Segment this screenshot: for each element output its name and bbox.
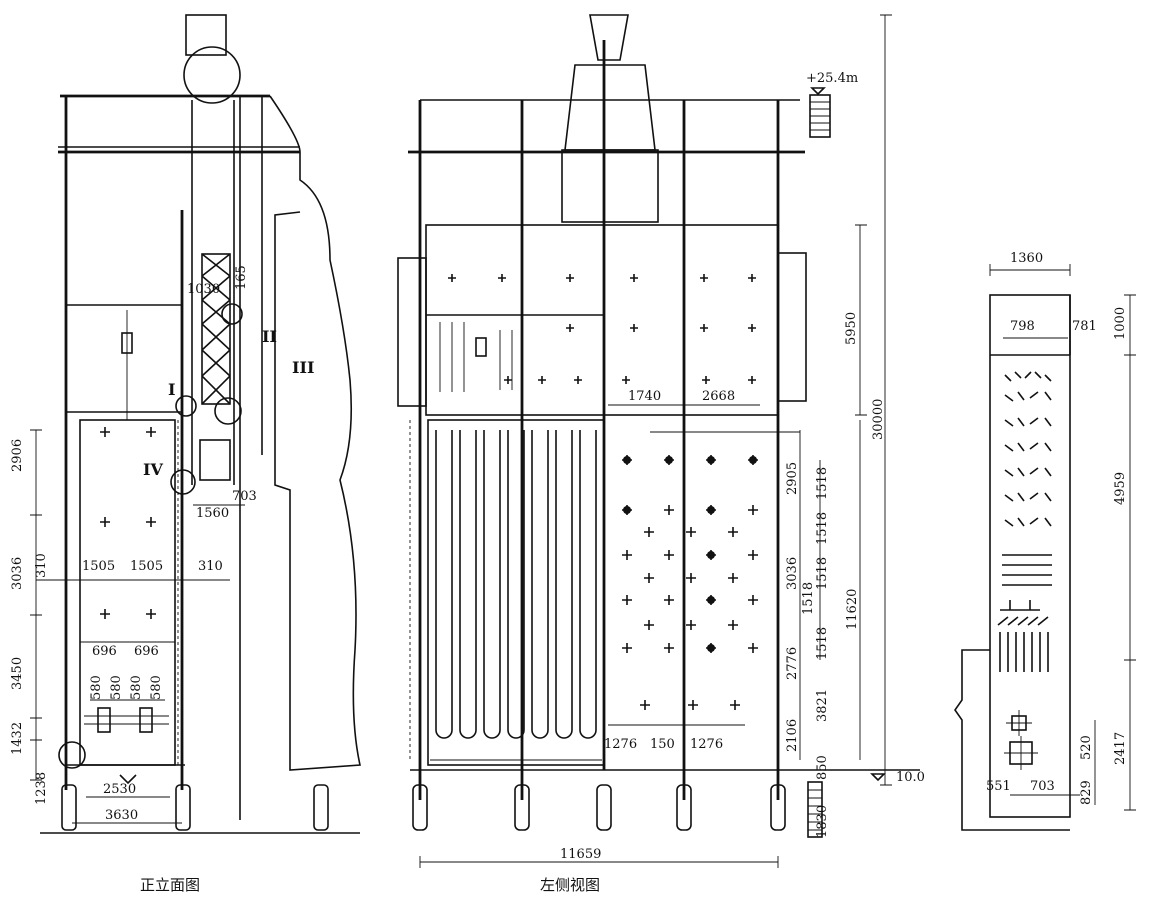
dim-detail-2417: 2417 — [1113, 732, 1128, 765]
dim-front-1238: 1238 — [34, 772, 49, 805]
dim-side-1276a: 1276 — [604, 737, 637, 752]
header-circle-iii — [214, 397, 242, 425]
dim-front-1030: 1030 — [187, 282, 220, 297]
dim-detail-781: 781 — [1072, 319, 1097, 334]
label-roman-i: I — [168, 380, 175, 399]
dim-side-3036: 3036 — [785, 557, 800, 590]
detail-dim-lines — [989, 264, 1136, 811]
dim-front-580a: 580 — [89, 675, 104, 700]
dim-front-3630: 3630 — [105, 808, 138, 823]
chimney-hood — [564, 64, 656, 151]
dim-front-3450: 3450 — [10, 657, 25, 690]
tube-loops — [409, 420, 602, 761]
dim-front-696b: 696 — [134, 644, 159, 659]
foot-2 — [175, 784, 191, 831]
dim-front-310b: 310 — [198, 559, 223, 574]
dim-front-1560: 1560 — [196, 506, 229, 521]
label-roman-ii: II — [262, 327, 277, 346]
dim-detail-4959: 4959 — [1113, 472, 1128, 505]
chimney-top — [589, 14, 629, 61]
detail-outline — [989, 294, 1071, 818]
dim-front-580c: 580 — [129, 675, 144, 700]
dim-side-1276b: 1276 — [690, 737, 723, 752]
dim-front-2530: 2530 — [103, 782, 136, 797]
dim-front-703: 703 — [232, 489, 257, 504]
detail-tube-pattern — [997, 371, 1052, 770]
steam-drum-circle — [183, 46, 241, 104]
dim-detail-829: 829 — [1079, 780, 1094, 805]
front-elevation: I II III IV 1030 165 2906 703 1560 3036 … — [10, 14, 361, 894]
dim-front-1505b: 1505 — [130, 559, 163, 574]
dim-front-580d: 580 — [149, 675, 164, 700]
header-circle-i — [175, 395, 197, 417]
foot-3 — [313, 784, 329, 831]
label-roman-iv: IV — [143, 460, 163, 479]
dim-front-696a: 696 — [92, 644, 117, 659]
dim-front-1432: 1432 — [10, 722, 25, 755]
stack-top — [185, 14, 227, 56]
foot-1 — [61, 784, 77, 831]
header-circle-ii — [221, 303, 243, 325]
dim-front-2906: 2906 — [10, 439, 25, 472]
elevation-marker-top — [810, 87, 826, 96]
dim-side-1830: 1830 — [815, 805, 830, 838]
dim-side-1740: 1740 — [628, 389, 661, 404]
dim-detail-551: 551 — [986, 779, 1011, 794]
side-box-left — [397, 257, 427, 407]
dim-side-2905: 2905 — [785, 462, 800, 495]
front-burner-marks — [84, 427, 169, 733]
label-roman-iii: III — [292, 358, 314, 377]
dim-side-3821: 3821 — [815, 689, 830, 722]
dim-side-11620: 11620 — [845, 589, 860, 630]
elev-top: +25.4m — [806, 71, 858, 86]
dim-detail-1360: 1360 — [1010, 251, 1043, 266]
casing-outline — [269, 95, 361, 771]
lower-drum-circle — [58, 741, 86, 769]
left-side-view: +25.4m 10.0 5950 30000 1740 2668 2905 15… — [397, 14, 925, 894]
side-feet — [412, 781, 823, 838]
dim-side-1518c: 1518 — [815, 557, 830, 590]
dim-front-580b: 580 — [109, 675, 124, 700]
dim-detail-520: 520 — [1079, 735, 1094, 760]
side-dim-lines — [419, 14, 892, 868]
dim-detail-1000: 1000 — [1113, 307, 1128, 340]
dim-side-2106: 2106 — [785, 719, 800, 752]
caption-left-view: 左侧视图 — [540, 876, 600, 894]
dim-detail-798: 798 — [1010, 319, 1035, 334]
dim-side-1518d: 1518 — [801, 582, 816, 615]
upper-crosses — [439, 274, 756, 392]
dim-side-1518e: 1518 — [815, 627, 830, 660]
dim-side-2776: 2776 — [785, 647, 800, 680]
dim-side-1518b: 1518 — [815, 512, 830, 545]
dim-side-5950: 5950 — [844, 312, 859, 345]
elev-bottom: 10.0 — [896, 770, 925, 785]
dim-side-30000: 30000 — [871, 399, 886, 440]
dim-detail-703: 703 — [1030, 779, 1055, 794]
dim-front-1505a: 1505 — [82, 559, 115, 574]
dim-front-310a: 310 — [34, 553, 49, 578]
dim-side-150: 150 — [650, 737, 675, 752]
side-box-right — [777, 252, 807, 402]
duct-bracing — [201, 253, 231, 405]
dim-front-3036: 3036 — [10, 557, 25, 590]
burner-box — [199, 439, 231, 481]
upper-module — [425, 224, 779, 416]
front-dim-lines — [30, 429, 245, 824]
dim-front-165: 165 — [234, 265, 249, 290]
dim-side-850: 850 — [815, 755, 830, 780]
header-circle-iv — [170, 469, 196, 495]
burner-grid — [622, 455, 758, 710]
tube-bank-panel — [427, 419, 605, 766]
caption-front-view: 正立面图 — [140, 876, 200, 894]
dim-side-2668: 2668 — [702, 389, 735, 404]
detail-view: 1360 798 781 1000 4959 2417 520 551 703 … — [954, 251, 1136, 831]
chimney-base — [561, 149, 659, 223]
elevation-marker-bottom — [870, 773, 886, 782]
dim-side-1518a: 1518 — [815, 467, 830, 500]
dim-side-11659: 11659 — [560, 847, 601, 862]
detail-base — [954, 649, 1070, 831]
